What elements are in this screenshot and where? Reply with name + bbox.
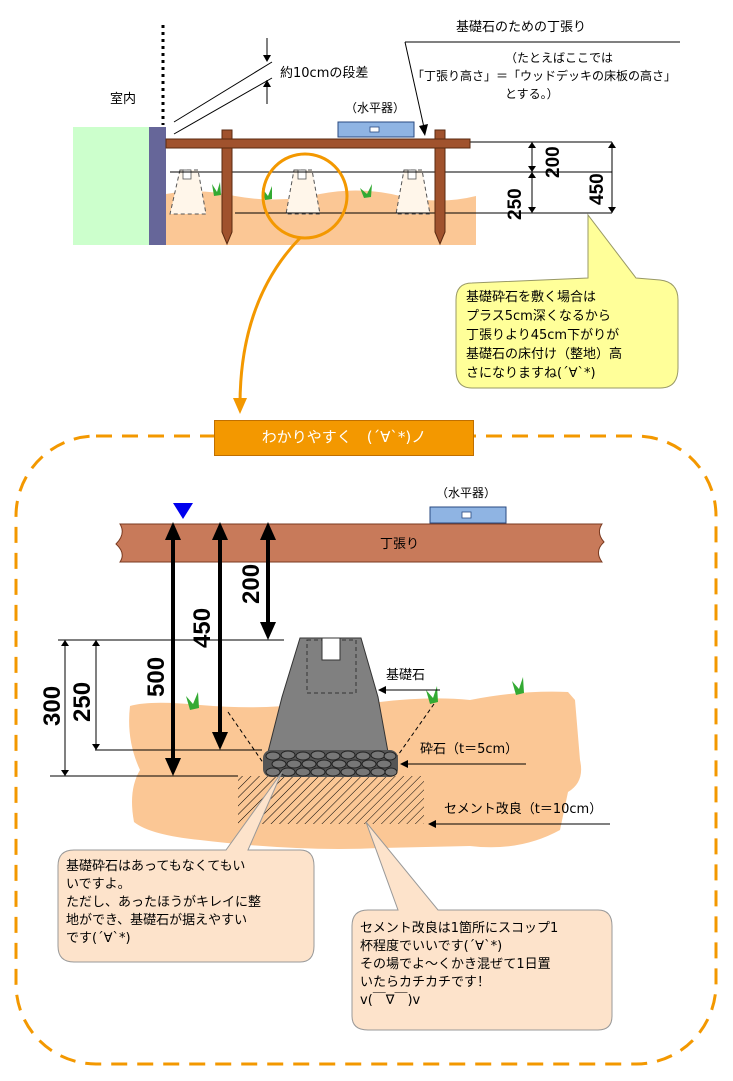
grass-icon — [426, 686, 438, 704]
batter-board-top — [165, 138, 471, 149]
room-label: 室内 — [110, 91, 136, 107]
batter-label: 丁張り — [380, 537, 419, 552]
zoom-arrow — [238, 236, 302, 406]
callout-top-text: 基礎砕石を敷く場合は プラス5cm深くなるから 丁張りより45cm下がりが 基礎… — [466, 290, 623, 381]
top-stone-2 — [285, 169, 321, 215]
top-note-line3: とする。） — [505, 87, 559, 101]
dim-450: 450 — [189, 608, 216, 648]
room-floor-edge — [149, 127, 166, 245]
top-dim-450: 450 — [587, 173, 608, 205]
callout-top-shape — [455, 213, 679, 389]
top-soil — [166, 190, 476, 245]
zoom-circle — [261, 152, 349, 240]
batter-board-bottom — [115, 523, 605, 563]
gravel-label: 砕石（t＝5cm） — [420, 742, 518, 757]
dim-300: 300 — [39, 686, 66, 726]
level-mark-icon — [173, 503, 193, 519]
top-dim-200: 200 — [543, 146, 564, 178]
step-label: 約10cmの段差 — [280, 66, 368, 81]
caption-banner: わかりやすく (´∀`*)ノ — [214, 420, 474, 456]
bubble-left-shape — [57, 771, 315, 963]
dim-250: 250 — [69, 682, 96, 722]
grass-icon — [186, 692, 199, 710]
bubble-left-text: 基礎砕石はあってもなくてもい いですよ。 ただし、あったほうがキレイに整 地がで… — [66, 859, 262, 946]
stake-left — [221, 129, 233, 246]
top-dim-250: 250 — [505, 188, 526, 220]
top-stone-1 — [169, 169, 207, 215]
top-note-line1: （たとえばここでは — [505, 51, 613, 65]
top-title: 基礎石のための丁張り — [456, 20, 586, 35]
top-stone-3 — [395, 169, 431, 215]
top-note-line2: 「丁張り高さ」＝「ウッドデッキの床板の高さ」 — [412, 68, 676, 83]
bottom-level-label: （水平器） — [436, 486, 496, 500]
bubble-right-text: セメント改良は1箇所にスコップ1 杯程度でいいです(´∀`*) その場でよ～くか… — [360, 921, 559, 1008]
grass-icon — [512, 677, 524, 695]
dim-200: 200 — [238, 564, 265, 604]
stake-right — [434, 129, 446, 246]
top-level-label: （水平器） — [345, 101, 405, 115]
dim-500: 500 — [143, 657, 170, 697]
room-wall — [73, 127, 149, 245]
stone-label: 基礎石 — [386, 668, 425, 683]
grass-icon — [360, 184, 372, 198]
grass-icon — [212, 182, 221, 196]
cement-label: セメント改良（t＝10cm） — [444, 801, 602, 817]
bubble-right-shape — [351, 821, 613, 1031]
